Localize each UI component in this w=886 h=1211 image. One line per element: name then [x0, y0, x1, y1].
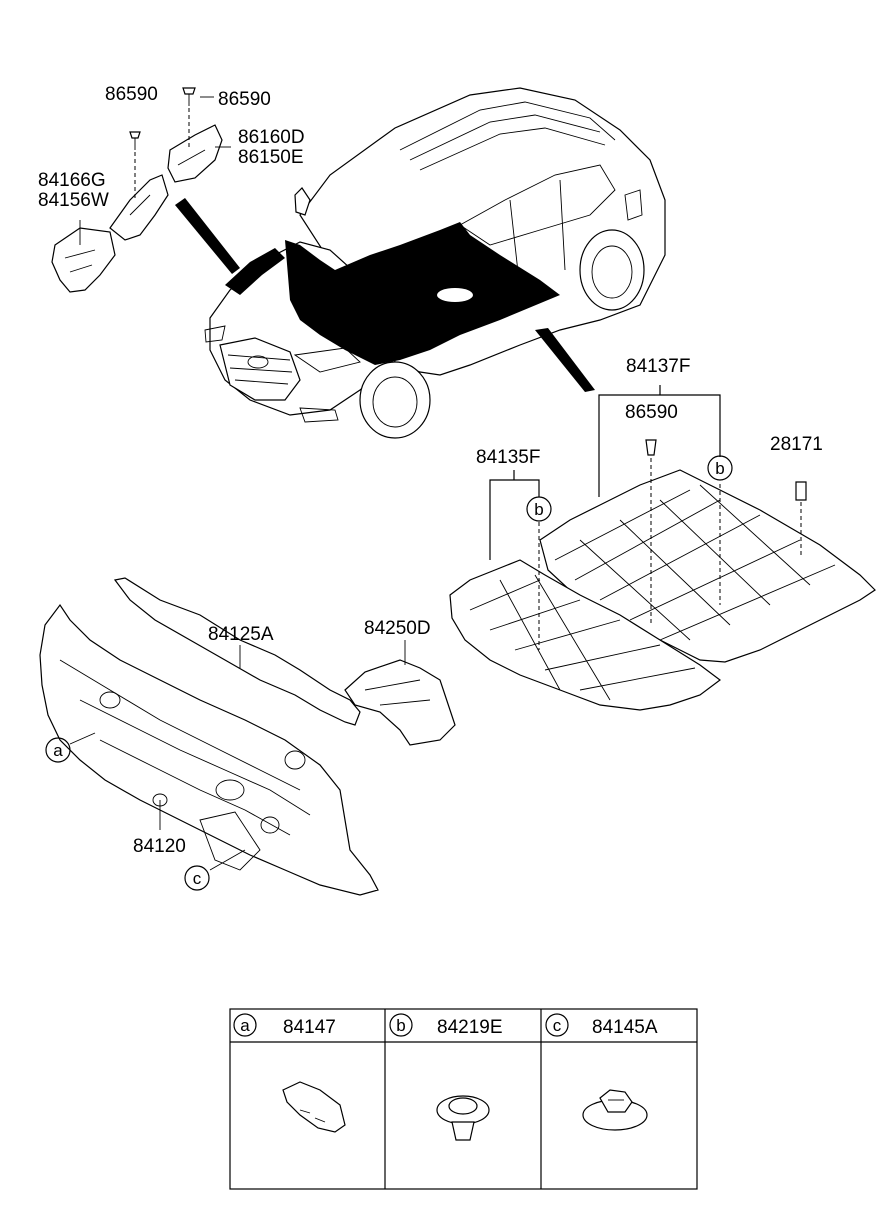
- label-86590-center: 86590: [218, 89, 271, 110]
- label-84135f: 84135F: [476, 447, 540, 468]
- label-86160d: 86160D: [238, 127, 305, 148]
- label-86590-left: 86590: [105, 84, 158, 105]
- legend-cell-a: a 84147: [233, 1013, 346, 1133]
- label-28171: 28171: [770, 434, 823, 455]
- flange-nut-icon: [582, 1089, 648, 1131]
- label-84166g: 84166G: [38, 170, 106, 191]
- legend-letter-b: b: [396, 1016, 405, 1035]
- legend-part-84147: 84147: [283, 1017, 336, 1038]
- callout-c: c: [184, 865, 210, 891]
- legend-letter-a: a: [240, 1016, 250, 1035]
- legend-cell-b: b 84219E: [389, 1013, 503, 1141]
- legend-part-84219e: 84219E: [437, 1017, 503, 1038]
- callout-b-lower: b: [526, 496, 552, 522]
- floor-under-cover-assembly: [449, 385, 876, 711]
- label-84156w: 84156W: [38, 190, 109, 211]
- legend-part-84145a: 84145A: [592, 1017, 658, 1038]
- legend-letter-c: c: [553, 1016, 562, 1035]
- label-84250d: 84250D: [364, 618, 431, 639]
- legend-cell-c: c 84145A: [545, 1013, 658, 1131]
- label-86150e: 86150E: [238, 147, 304, 168]
- callout-b-upper-letter: b: [715, 459, 724, 478]
- label-84137f: 84137F: [626, 356, 690, 377]
- label-84125a: 84125A: [208, 624, 274, 645]
- label-84120: 84120: [133, 836, 186, 857]
- callout-b-upper: b: [707, 455, 733, 481]
- label-86590-right: 86590: [625, 402, 678, 423]
- callout-b-lower-letter: b: [534, 500, 543, 519]
- dash-panel-isolation-pad: [39, 96, 456, 896]
- fastener-legend-table: a 84147 b 84219E c 84145A: [229, 1008, 698, 1190]
- grommet-clip-icon: [436, 1095, 490, 1141]
- cowl-bracket-assembly: [51, 87, 223, 293]
- callout-c-letter: c: [193, 869, 202, 888]
- washer-icon: [282, 1081, 346, 1133]
- vehicle-illustration: [175, 87, 666, 439]
- callout-a-letter: a: [53, 741, 63, 760]
- callout-a: a: [45, 737, 71, 763]
